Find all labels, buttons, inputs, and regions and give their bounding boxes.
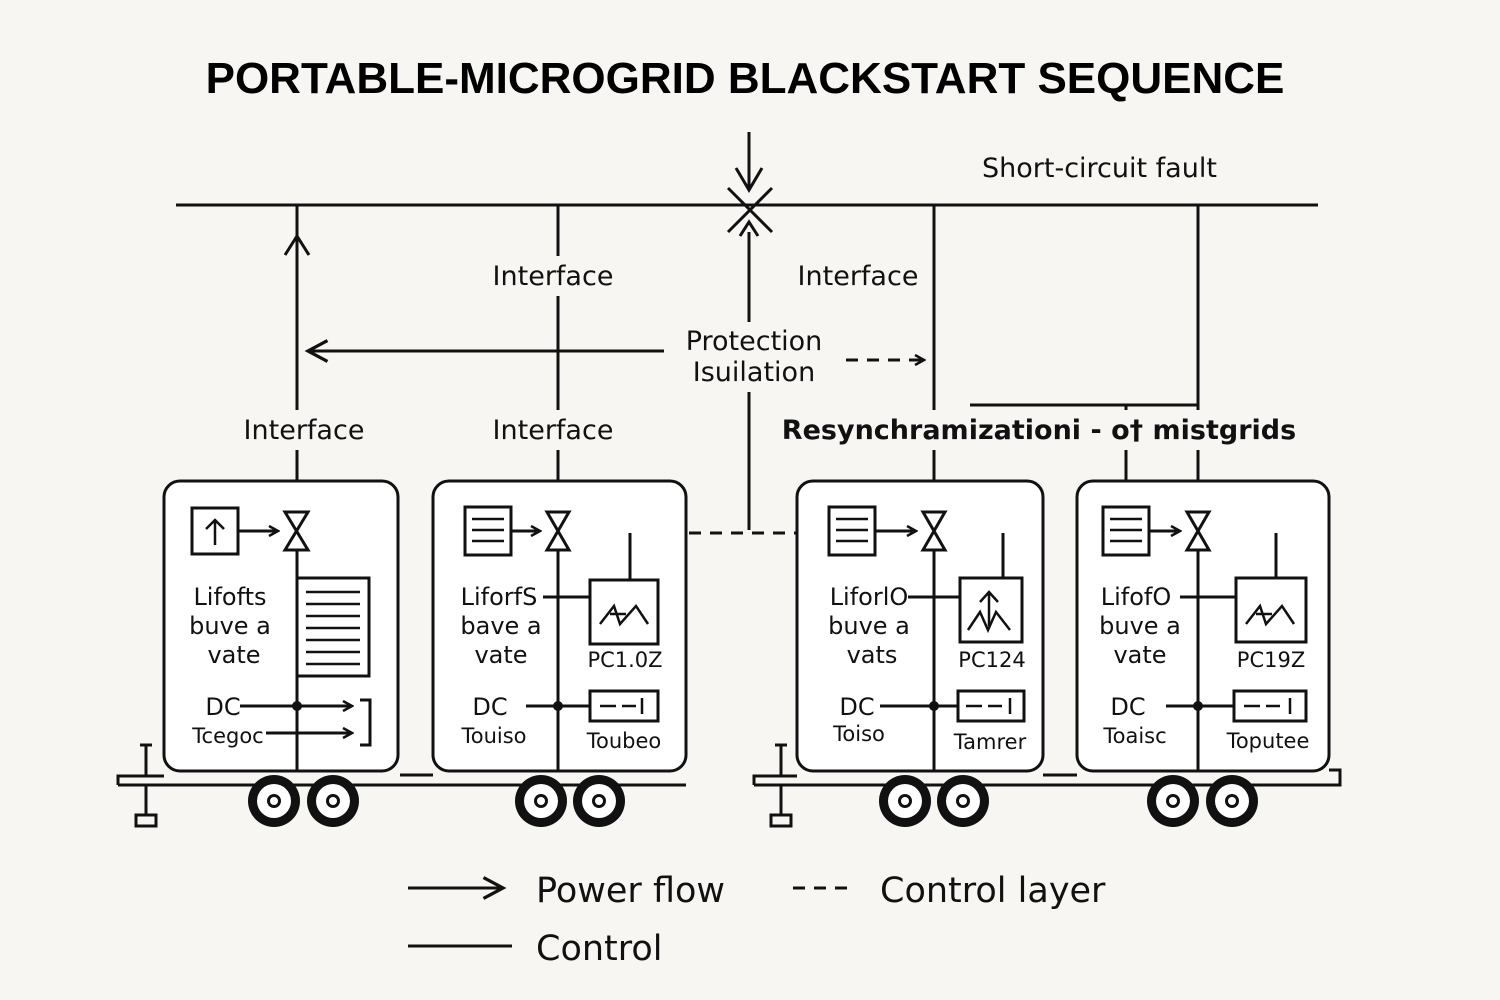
- trailer-4-dc: DC: [1110, 693, 1145, 721]
- feeder-1-arrow: [283, 233, 311, 256]
- trailer-1: Lifofts buve a vate DC Tcegoc: [116, 479, 400, 828]
- trailer-1-name-2: buve a: [189, 612, 271, 640]
- trailer-4-name-1: LifofO: [1101, 583, 1172, 611]
- trailer-1-dc: DC: [205, 693, 240, 721]
- trailer-4-name-3: vate: [1113, 641, 1166, 669]
- trailer-3-name-3: vats: [847, 641, 898, 669]
- trailer-4: LifofO buve a vate DC Toaisc PC19Z Toput…: [1043, 479, 1342, 827]
- interface-label-low-2: Interface: [493, 415, 614, 446]
- trailer-3-dc: DC: [839, 693, 874, 721]
- trailer-2-dc: DC: [472, 693, 507, 721]
- trailer-2-name-3: vate: [474, 641, 527, 669]
- trailer-4-module-label: Toputee: [1226, 729, 1310, 753]
- trailer-3-name-1: LiforlO: [830, 583, 909, 611]
- trailer-3-module-label: Tamrer: [953, 730, 1027, 754]
- trailer-1-name-1: Lifofts: [193, 583, 266, 611]
- trailer-2-name-1: LiforfS: [461, 583, 538, 611]
- legend-power-flow-label: Power flow: [536, 871, 725, 911]
- trailer-2-panel-label: PC1.0Z: [587, 648, 662, 672]
- trailer-3-name-2: buve a: [828, 612, 910, 640]
- interface-label-top-left: Interface: [493, 261, 614, 292]
- legend: Power flow Control layer Control: [408, 871, 1106, 969]
- label-bg: [240, 410, 370, 450]
- trailer-3: LiforlO buve a vats DC Toiso PC124 Tamre…: [752, 479, 1045, 828]
- trailer-4-dc-sub: Toaisc: [1102, 724, 1166, 748]
- label-bg: [490, 256, 620, 296]
- trailer-2-dc-sub: Touiso: [460, 724, 526, 748]
- label-bg: [790, 410, 1290, 450]
- trailer-2-name-2: bave a: [460, 612, 541, 640]
- label-bg: [490, 410, 620, 450]
- resync-label: Resynchramizationi - o† mistgrids: [782, 415, 1296, 446]
- protection-label: Protection: [686, 326, 823, 357]
- trailer-2: LiforfS bave a vate DC Touiso PC1.0Z Tou…: [400, 479, 688, 827]
- legend-control-layer-label: Control layer: [880, 871, 1106, 911]
- interface-label-low-1: Interface: [244, 415, 365, 446]
- interface-label-top-right: Interface: [798, 261, 919, 292]
- fault-marker: [726, 132, 774, 234]
- trailer-2-module-label: Toubeo: [586, 729, 662, 753]
- protection-arrow: [738, 219, 760, 237]
- page-title: PORTABLE-MICROGRID BLACKSTART SEQUENCE: [206, 54, 1285, 103]
- label-bg: [666, 322, 836, 392]
- trailer-4-name-2: buve a: [1099, 612, 1181, 640]
- isolation-label: Isuilation: [693, 357, 815, 388]
- trailer-1-dc-sub: Tcegoc: [191, 724, 263, 748]
- trailer-3-dc-sub: Toiso: [832, 722, 885, 746]
- fault-label: Short-circuit fault: [982, 153, 1217, 184]
- trailer-1-name-3: vate: [207, 641, 260, 669]
- trailer-4-panel-label: PC19Z: [1237, 648, 1305, 672]
- legend-control-label: Control: [536, 929, 663, 969]
- trailer-3-panel-label: PC124: [958, 648, 1025, 672]
